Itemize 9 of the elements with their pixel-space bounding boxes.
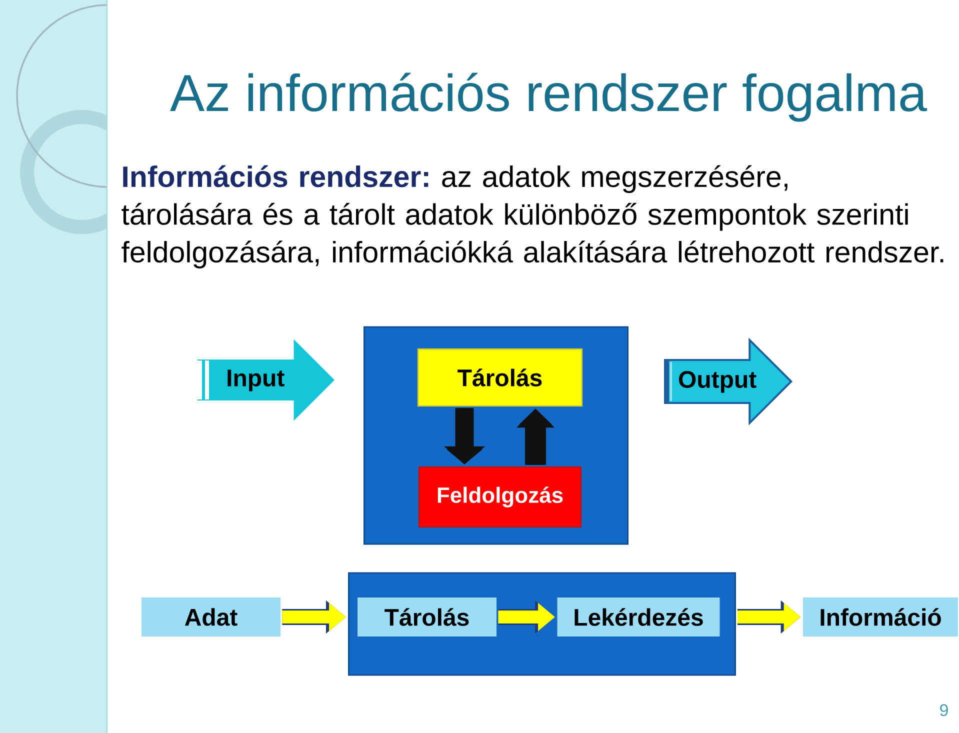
process-box: Lekérdezés bbox=[557, 598, 720, 636]
process-box: Feldolgozás bbox=[418, 466, 582, 528]
process-box: Adat bbox=[142, 598, 280, 636]
title: Az információs rendszer fogalma bbox=[170, 72, 927, 122]
page-number: 9 bbox=[940, 704, 948, 716]
process-box: Tárolás bbox=[358, 598, 496, 636]
process-box: Tárolás bbox=[417, 348, 583, 407]
definition-text: Információs rendszer: az adatok megszerzésére, tárolására és a tárolt adatok különböző szempontok szerinti feldolgozására, információkká alakítására létrehozott rendszer. bbox=[122, 165, 944, 268]
process-box: Információ bbox=[803, 598, 958, 636]
